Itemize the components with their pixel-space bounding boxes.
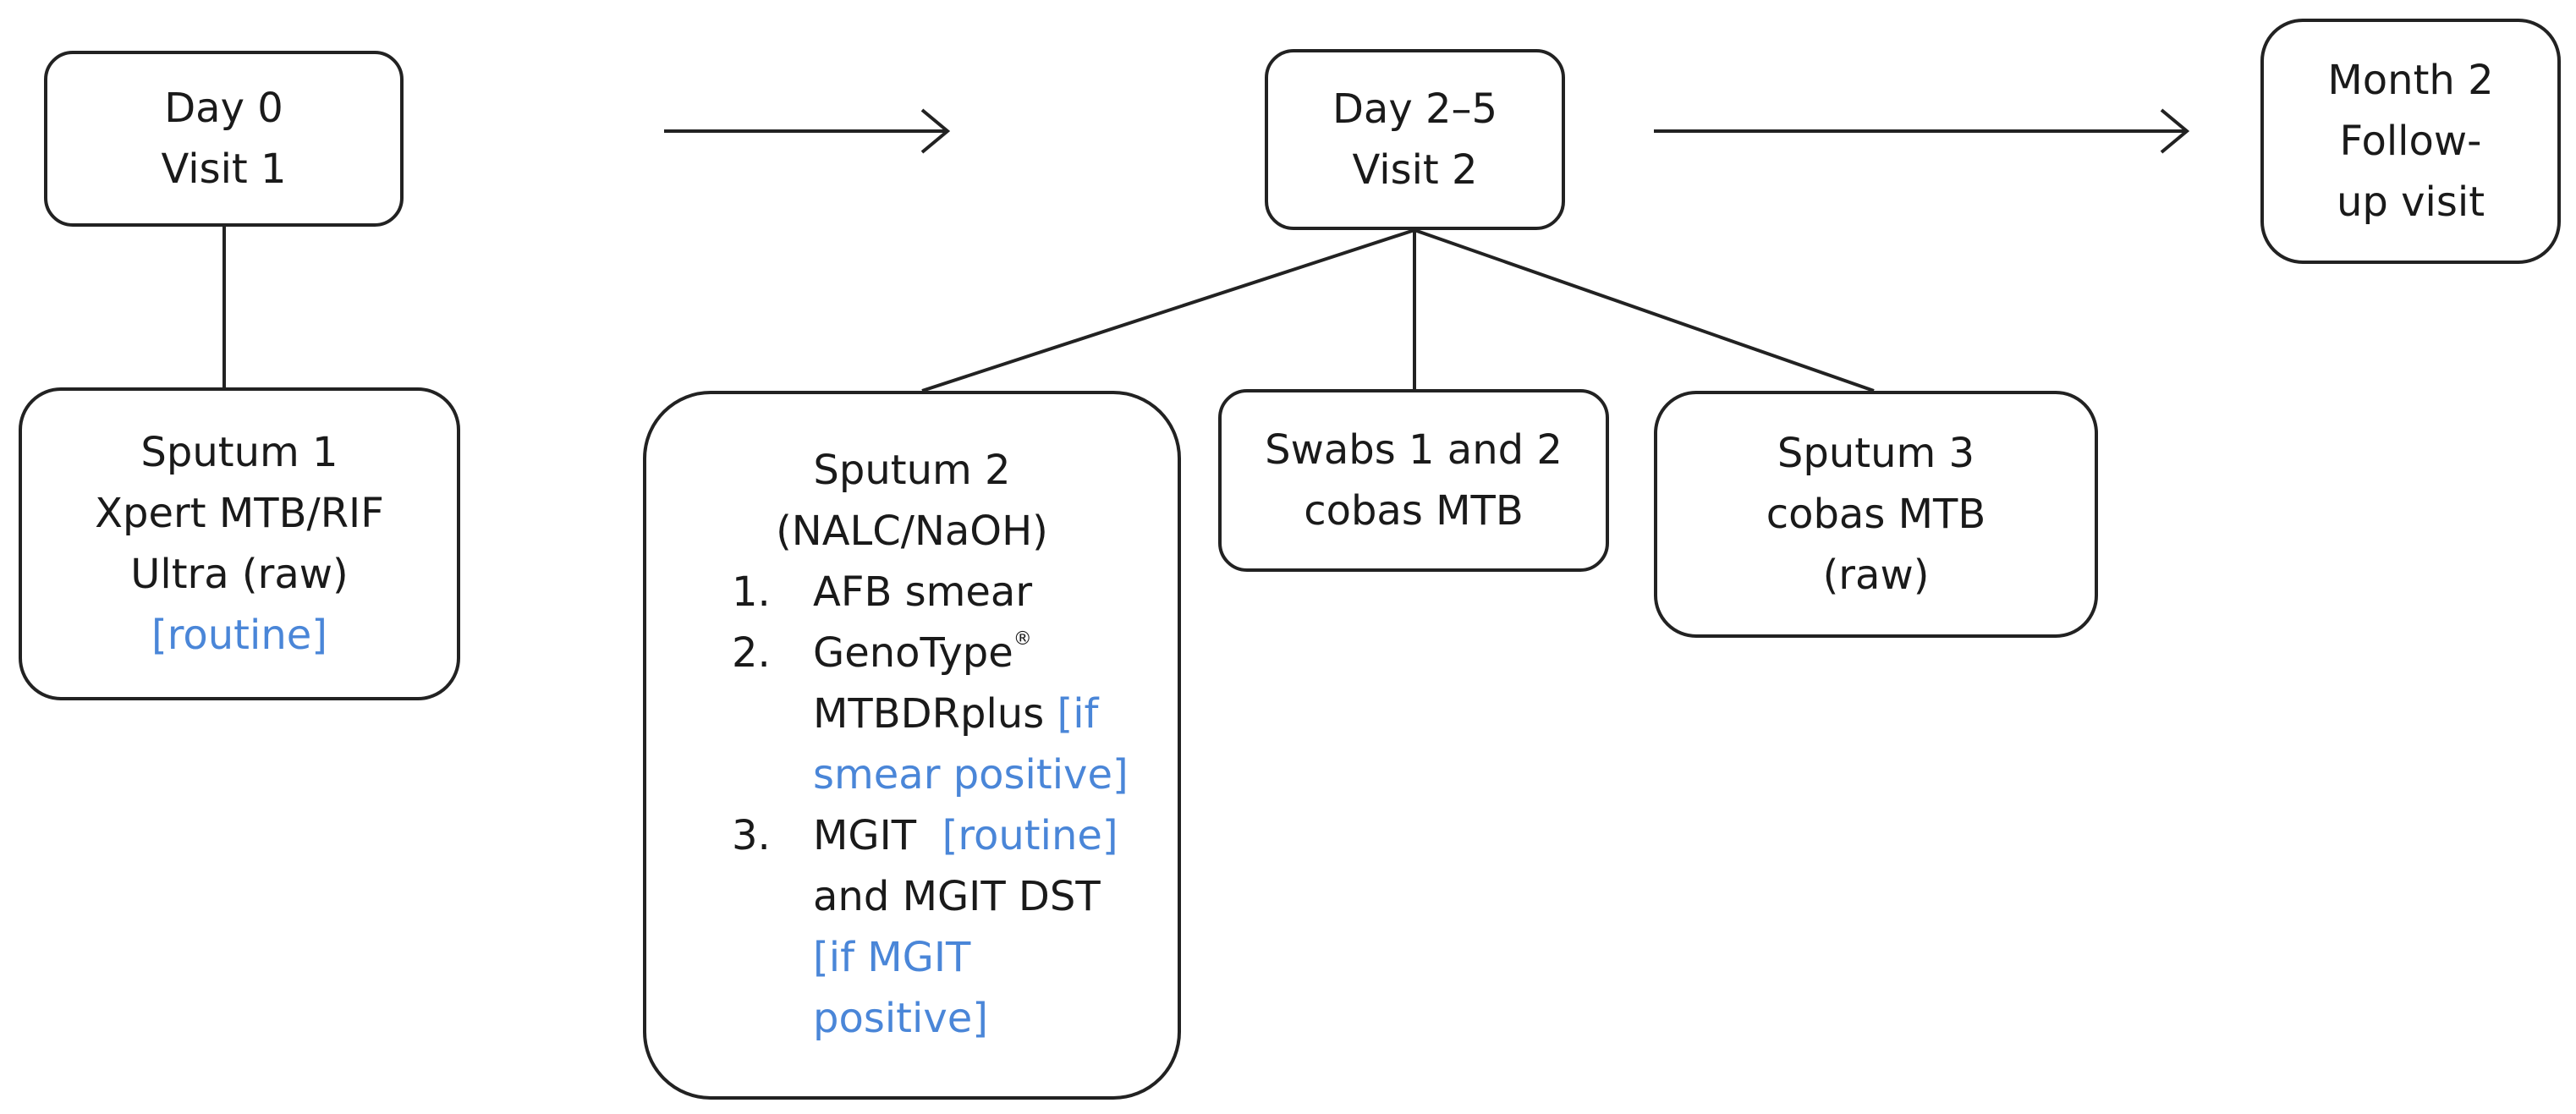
sputum2-box: Sputum 2 (NALC/NaOH) 1. AFB smear 2. Gen… xyxy=(643,391,1181,1100)
mgit-text: MGIT xyxy=(813,812,917,859)
sputum3-title: Sputum 3 xyxy=(1777,430,1975,477)
sputum1-test-2: Ultra (raw) xyxy=(130,551,349,598)
swabs-test: cobas MTB xyxy=(1304,487,1524,535)
sputum3-test: cobas MTB xyxy=(1766,491,1986,538)
mtbdrplus-text: MTBDRplus xyxy=(813,690,1045,738)
sputum3-box: Sputum 3 cobas MTB (raw) xyxy=(1654,391,2098,638)
list-number: 1. xyxy=(732,568,771,616)
sputum1-test: Xpert MTB/RIF xyxy=(95,490,384,537)
sputum3-raw: (raw) xyxy=(1822,552,1930,599)
mgit-dst-note-2: positive] xyxy=(813,995,988,1042)
day0-visit1-box: Day 0 Visit 1 xyxy=(44,51,404,227)
swabs-title: Swabs 1 and 2 xyxy=(1265,426,1563,474)
genotype-text: GenoType xyxy=(813,629,1013,677)
day2-visit2-box: Day 2–5 Visit 2 xyxy=(1265,49,1565,230)
mgit-note: [routine] xyxy=(942,812,1118,859)
genotype-note-1: [if xyxy=(1057,690,1099,738)
sputum1-title: Sputum 1 xyxy=(140,429,338,476)
connector-visit2-sputum2 xyxy=(921,228,1415,392)
followup-label-2: up visit xyxy=(2336,178,2485,226)
mgit-dst-text: and MGIT DST xyxy=(813,873,1101,920)
list-number: 3. xyxy=(732,812,771,859)
afb-smear-text: AFB smear xyxy=(813,568,1033,616)
swabs-box: Swabs 1 and 2 cobas MTB xyxy=(1218,389,1609,572)
month2-followup-box: Month 2 Follow- up visit xyxy=(2260,19,2561,264)
mgit-dst-note-1: [if MGIT xyxy=(813,934,971,981)
list-item: 1. AFB smear xyxy=(713,562,1111,623)
registered-mark: ® xyxy=(1013,628,1032,650)
visit2-label: Visit 2 xyxy=(1352,146,1478,194)
arrow-visit1-to-visit2 xyxy=(664,108,951,154)
sputum1-box: Sputum 1 Xpert MTB/RIF Ultra (raw) [rout… xyxy=(19,387,460,700)
genotype-note-2: smear positive] xyxy=(813,751,1129,798)
list-number: 2. xyxy=(732,629,771,677)
day2-label: Day 2–5 xyxy=(1332,85,1498,133)
sputum2-processing: (NALC/NaOH) xyxy=(776,508,1048,555)
followup-label-1: Follow- xyxy=(2339,118,2482,165)
list-item: 2. GenoType® MTBDRplus [if smear positiv… xyxy=(713,623,1129,805)
sputum2-title: Sputum 2 xyxy=(813,447,1011,494)
arrow-visit2-to-month2 xyxy=(1654,108,2190,154)
visit1-label: Visit 1 xyxy=(161,145,287,193)
list-item: 3. MGIT [routine] and MGIT DST [if MGIT … xyxy=(713,805,1118,1049)
day0-label: Day 0 xyxy=(164,85,283,132)
sputum1-note: [routine] xyxy=(151,612,328,659)
month2-label: Month 2 xyxy=(2327,57,2494,104)
sputum2-test-list: 1. AFB smear 2. GenoType® MTBDRplus [if … xyxy=(713,562,1129,1049)
connector-visit2-sputum3 xyxy=(1414,228,1875,392)
